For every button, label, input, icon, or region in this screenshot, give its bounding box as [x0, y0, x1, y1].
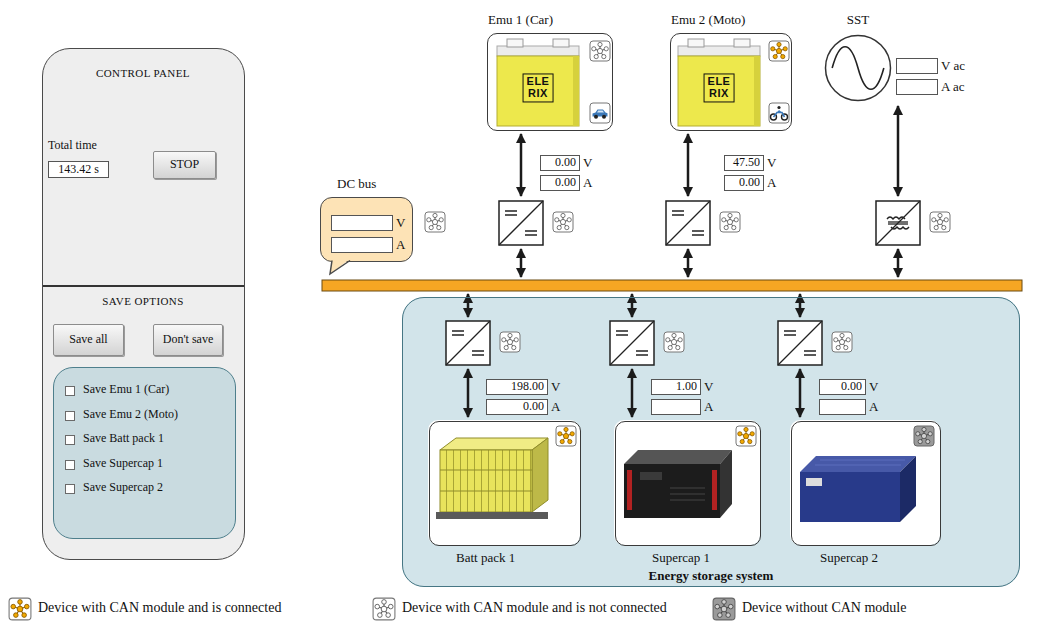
legend-text: Device with CAN module and is not connec…: [402, 600, 667, 616]
source-circle: SST: [824, 34, 892, 102]
callout-tail: [329, 259, 355, 277]
value-field: 0.00A: [540, 175, 580, 191]
value-field: 0.00V: [540, 155, 580, 171]
value-text: 0.00: [555, 156, 576, 170]
legend-icons: [9, 598, 735, 620]
button-label: STOP: [154, 152, 215, 178]
value-field: 1.00V: [651, 379, 701, 395]
device-box: Batt pack 1: [429, 421, 581, 546]
panel-divider: [43, 285, 244, 287]
checkbox-label: Save Emu 1 (Car): [83, 383, 169, 397]
value-field: A: [651, 399, 701, 415]
unit-label: V: [583, 156, 592, 170]
checkbox: [65, 386, 75, 396]
legend-text: Device with CAN module and is connected: [38, 600, 281, 616]
heading-label: CONTROL PANEL: [43, 67, 243, 80]
can-icons: [425, 41, 950, 446]
heading-label: Batt pack 1: [456, 551, 515, 566]
unit-label: A: [396, 238, 405, 252]
checkbox: [65, 411, 75, 421]
checkbox-label: Save Supercap 1: [83, 457, 163, 471]
heading-label: DC bus: [337, 177, 376, 192]
cell-picture: [678, 39, 760, 126]
unit-label: A: [551, 400, 560, 414]
unit-label: V: [869, 380, 878, 394]
vehicle-icons: [590, 103, 789, 123]
logo-label: ELE RIX: [704, 73, 735, 102]
unit-label: V ac: [941, 59, 965, 73]
bus-callout: DC busVA: [320, 197, 413, 262]
control-panel: CONTROL PANEL Total timeSAVE OPTIONS 143.4…: [42, 48, 245, 560]
stop-button: STOP: [153, 151, 216, 179]
heading-label: Supercap 2: [820, 551, 878, 566]
heading-label: Emu 1 (Car): [488, 13, 553, 28]
checkbox-label: Save Emu 2 (Moto): [83, 408, 178, 422]
value-text: 0.00: [841, 380, 862, 394]
value-field: V ac: [896, 58, 938, 74]
storage-ground: [402, 297, 1020, 587]
cell-picture: [497, 39, 579, 126]
unit-label: V: [767, 156, 776, 170]
value-text: 198.00: [511, 380, 544, 394]
button-label: Save all: [54, 325, 123, 355]
supercap-module-picture: [800, 456, 916, 522]
unit-label: A: [704, 400, 713, 414]
value-field: A: [819, 399, 866, 415]
source-symbol: [824, 34, 892, 102]
storage-region: Energy storage system198.00V0.00A1.00VA0…: [402, 297, 1020, 587]
heading-label: Emu 2 (Moto): [671, 13, 745, 28]
unit-label: V: [551, 380, 560, 394]
value-text: 143.42 s: [49, 162, 108, 177]
unit-label: V: [396, 216, 405, 230]
unit-label: A: [869, 400, 878, 414]
checkbox: [65, 484, 75, 494]
heading-label: SST: [824, 13, 892, 28]
heading-label: SAVE OPTIONS: [43, 295, 243, 308]
value-text: 0.00: [555, 176, 576, 190]
value-field: 0.00V: [819, 379, 866, 395]
value-text: 1.00: [676, 380, 697, 394]
value-field: V: [331, 215, 393, 231]
converter-symbols: [446, 201, 920, 365]
heading-label: Supercap 1: [652, 551, 710, 566]
checkbox-list: Save Emu 1 (Car) Save Emu 2 (Moto) Save Ba…: [53, 367, 236, 539]
value-field: 47.50V: [724, 155, 764, 171]
unit-label: A: [583, 176, 592, 190]
value-text: 0.00: [523, 400, 544, 414]
supercap-rack-picture: [624, 450, 732, 518]
logo-label: ELE RIX: [523, 73, 554, 102]
save-button: Don't save: [153, 324, 223, 356]
device-box: Supercap 1: [615, 421, 761, 546]
checkbox-label: Save Supercap 2: [83, 481, 163, 495]
save-button: Save all: [53, 324, 124, 356]
region-label: Energy storage system: [403, 569, 1019, 584]
unit-label: A: [767, 176, 776, 190]
time-field: 143.42 s: [48, 161, 109, 178]
legend-text: Device without CAN module: [742, 600, 906, 616]
value-field: A: [331, 237, 393, 253]
checkbox-label: Save Batt pack 1: [83, 432, 164, 446]
unit-label: V: [704, 380, 713, 394]
value-text: 47.50: [733, 156, 760, 170]
device-box: Supercap 2: [791, 421, 941, 546]
power-arrows: [468, 106, 898, 417]
value-field: 198.00V: [486, 379, 548, 395]
checkbox: [65, 460, 75, 470]
value-field: A ac: [896, 79, 938, 95]
heading-label: Total time: [48, 139, 97, 153]
value-field: 0.00A: [724, 175, 764, 191]
battery-pack-picture: [436, 438, 548, 519]
button-label: Don't save: [154, 325, 222, 355]
value-field: 0.00A: [486, 399, 548, 415]
dc-bus-bar: [322, 280, 1022, 291]
value-text: 0.00: [739, 176, 760, 190]
checkbox: [65, 435, 75, 445]
unit-label: A ac: [941, 80, 964, 94]
